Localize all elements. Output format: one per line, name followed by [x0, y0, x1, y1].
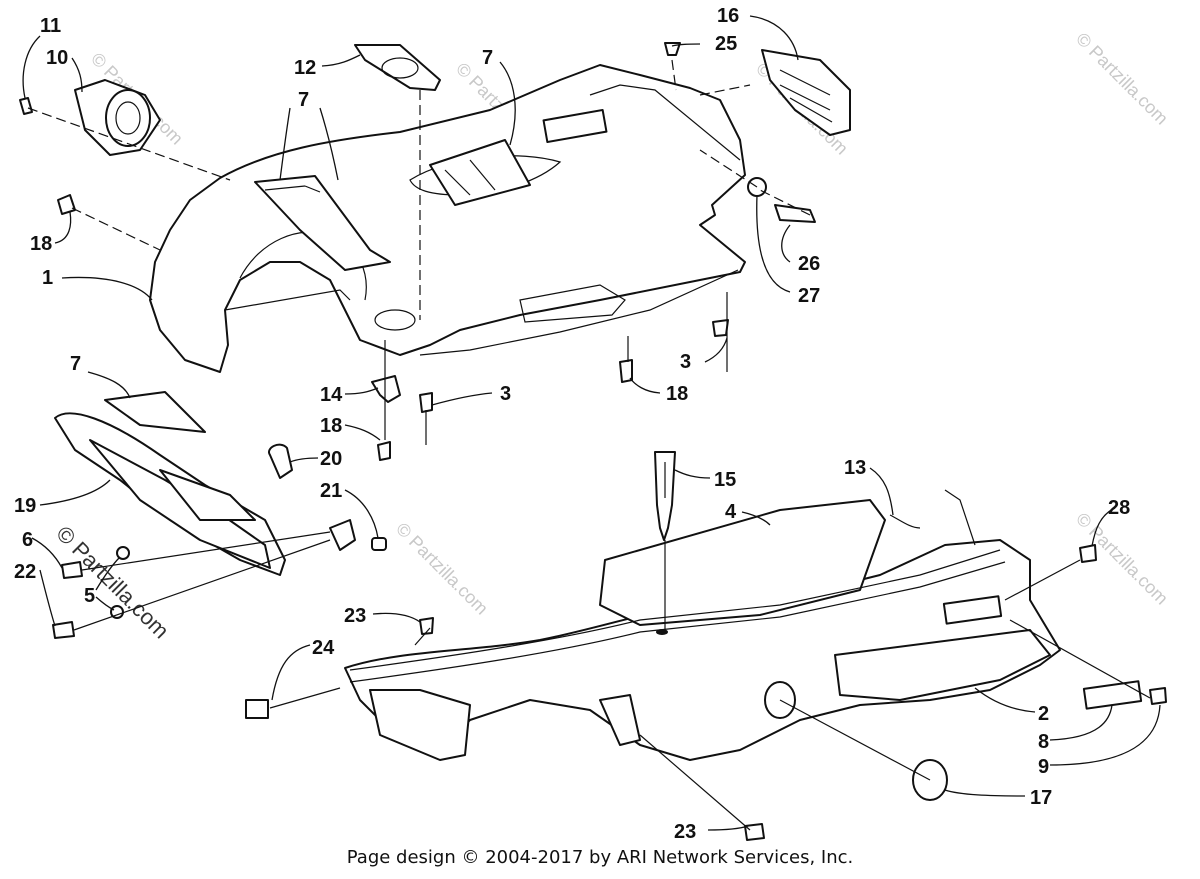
callout-24: 24	[312, 637, 335, 659]
callout-25: 25	[715, 33, 737, 55]
callout-18: 18	[666, 383, 688, 405]
callout-23: 23	[344, 605, 366, 627]
callout-2: 2	[1038, 703, 1049, 725]
callout-7: 7	[70, 353, 81, 375]
callout-21: 21	[320, 480, 342, 502]
callout-11: 11	[40, 15, 61, 37]
callout-13: 13	[844, 457, 866, 479]
leader-lines	[22, 15, 1161, 831]
callout-20: 20	[320, 448, 342, 470]
callout-labels: 11 10 12 7 16 25 7 18 1 26 27 3 7 14 3 1…	[14, 5, 1130, 843]
callout-19: 19	[14, 495, 36, 517]
part-10-cup	[74, 79, 161, 156]
callout-8: 8	[1038, 731, 1049, 753]
callout-22: 22	[14, 561, 36, 583]
part-19-cowl	[54, 412, 286, 576]
watermark: © Partzilla.com	[392, 519, 492, 619]
callout-7: 7	[482, 47, 493, 69]
upper-panel	[149, 49, 851, 373]
callout-7: 7	[298, 89, 309, 111]
callout-1: 1	[42, 267, 53, 289]
callout-28: 28	[1108, 497, 1130, 519]
callout-16: 16	[717, 5, 739, 27]
callout-3: 3	[500, 383, 511, 405]
copyright-footer: Page design © 2004-2017 by ARI Network S…	[347, 847, 854, 868]
assembly-lines	[27, 59, 1151, 831]
callout-18: 18	[320, 415, 342, 437]
callout-3: 3	[680, 351, 691, 373]
callout-9: 9	[1038, 756, 1049, 778]
part-12-grommet	[354, 44, 441, 91]
callout-27: 27	[798, 285, 820, 307]
callout-10: 10	[46, 47, 68, 69]
callout-26: 26	[798, 253, 820, 275]
callout-15: 15	[714, 469, 736, 491]
part-2-belly-pan	[344, 489, 1061, 761]
callout-17: 17	[1030, 787, 1052, 809]
small-parts	[19, 42, 1167, 841]
callout-18: 18	[30, 233, 52, 255]
part-7-decal	[104, 391, 206, 433]
callout-4: 4	[725, 501, 737, 523]
watermark: © Partzilla.com	[1072, 29, 1172, 129]
callout-12: 12	[294, 57, 316, 79]
callout-14: 14	[320, 384, 343, 406]
callout-5: 5	[84, 585, 95, 607]
callout-6: 6	[22, 529, 33, 551]
callout-23: 23	[674, 821, 696, 843]
